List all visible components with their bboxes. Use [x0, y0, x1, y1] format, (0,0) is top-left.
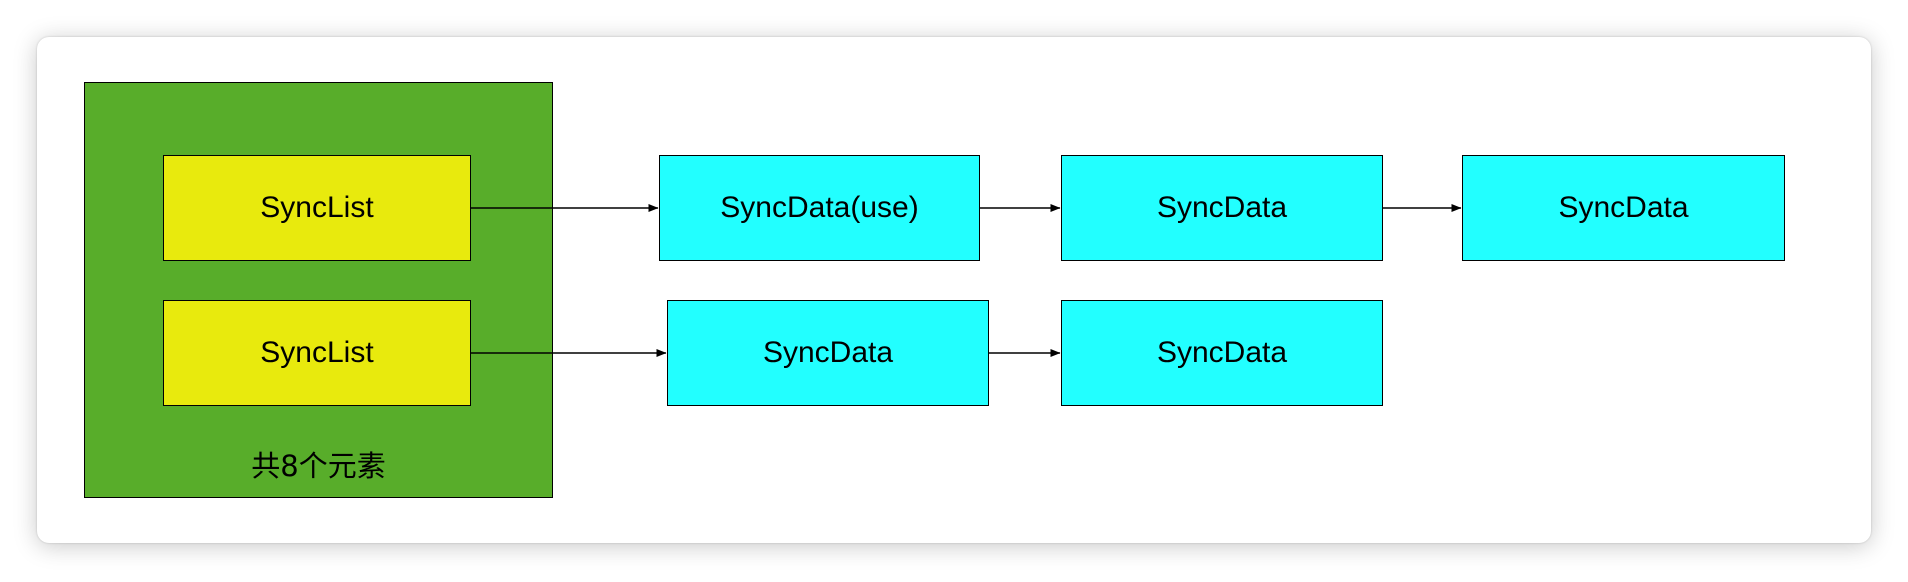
synclist-label-2: SyncList	[260, 336, 374, 369]
syncdata-label-1: SyncData(use)	[720, 191, 919, 224]
syncdata-label-5: SyncData	[1156, 336, 1288, 369]
container-label: 共8个元素	[251, 449, 386, 483]
synclist-label-1: SyncList	[260, 191, 374, 224]
syncdata-node-4: SyncData	[667, 300, 989, 406]
syncdata-label-4: SyncData	[762, 336, 894, 369]
container-box: 共8个元素	[84, 82, 553, 498]
syncdata-label-2: SyncData	[1156, 191, 1288, 224]
syncdata-node-2: SyncData	[1061, 155, 1383, 261]
synclist-node-2: SyncList	[163, 300, 471, 406]
syncdata-label-3: SyncData	[1558, 191, 1689, 224]
syncdata-node-5: SyncData	[1061, 300, 1383, 406]
syncdata-node-1: SyncData(use)	[659, 155, 980, 261]
synclist-node-1: SyncList	[163, 155, 471, 261]
syncdata-node-3: SyncData	[1462, 155, 1785, 261]
